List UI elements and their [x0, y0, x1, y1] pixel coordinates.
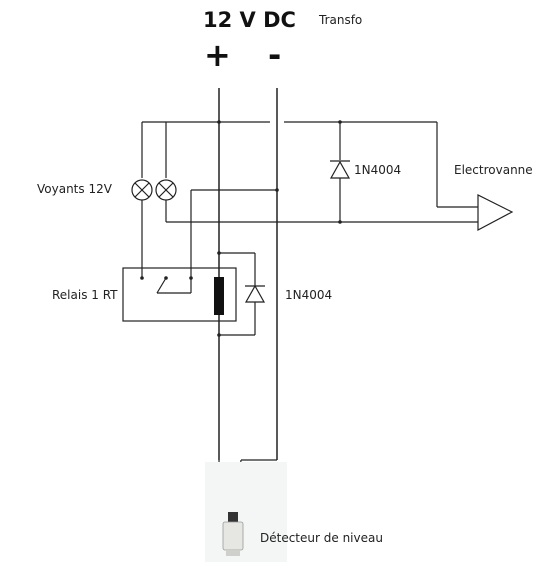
- diode-relay-symbol: [244, 284, 266, 303]
- relay-contact: [140, 276, 144, 280]
- relay-switch-arm: [156, 277, 167, 294]
- junction-dot: [275, 188, 279, 192]
- junction-dot: [217, 120, 221, 124]
- junction-dot: [338, 120, 342, 124]
- electrovanne-label: Electrovanne: [454, 163, 533, 177]
- positive-symbol: +: [204, 36, 231, 74]
- lamps-label: Voyants 12V: [37, 182, 112, 196]
- relay-coil-icon: [214, 277, 224, 315]
- relay-label: Relais 1 RT: [52, 288, 118, 302]
- diode-top-symbol: [329, 160, 351, 179]
- transfo-label: Transfo: [319, 13, 363, 27]
- sensor-label: Détecteur de niveau: [260, 531, 383, 545]
- diode-relay-label: 1N4004: [285, 288, 333, 302]
- negative-symbol: -: [268, 36, 282, 74]
- electrovanne-icon: [477, 194, 514, 231]
- diode-top-label: 1N4004: [354, 163, 402, 177]
- relay-box: [122, 267, 237, 322]
- level-sensor-icon: [205, 462, 287, 562]
- supply-voltage-label: 12 V DC: [203, 8, 296, 32]
